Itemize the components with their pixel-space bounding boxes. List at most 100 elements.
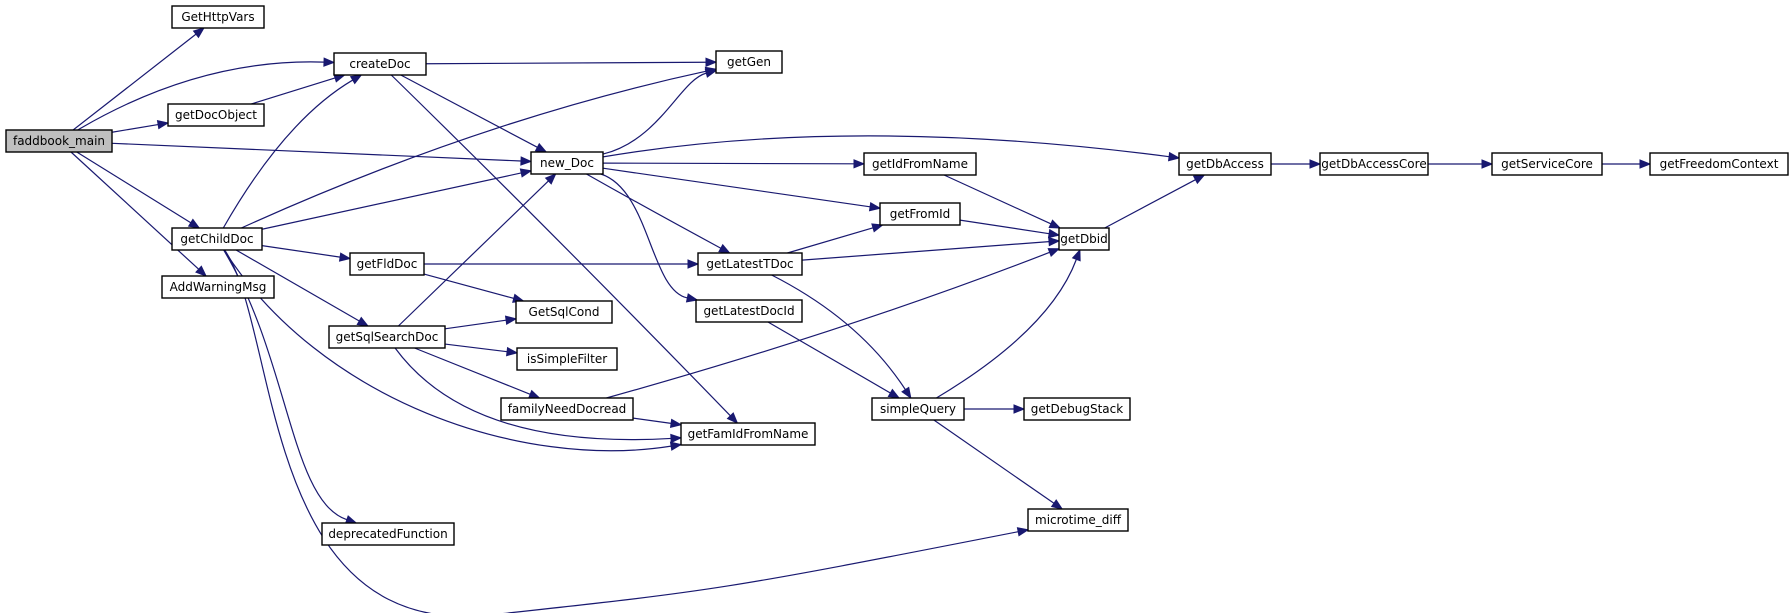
node-getChildDoc[interactable]: getChildDoc (171, 227, 263, 251)
node-box[interactable] (1649, 152, 1789, 176)
edge-faddbook_main-to-getChildDoc (76, 151, 201, 229)
edge-getSqlSearchDoc-to-isSimpleFilter (444, 343, 519, 357)
node-getServiceCore[interactable]: getServiceCore (1491, 152, 1603, 176)
node-getFldDoc[interactable]: getFldDoc (349, 252, 425, 276)
node-label: microtime_diff (1035, 513, 1122, 527)
node-label: familyNeedDocread (508, 402, 627, 416)
node-box[interactable] (328, 325, 446, 349)
node-new_Doc[interactable]: new_Doc (530, 151, 604, 175)
node-label: getSqlSearchDoc (336, 330, 439, 344)
edge-createDoc-to-getGen (425, 57, 718, 67)
edge-faddbook_main-to-new_Doc (111, 142, 533, 166)
edge-getDbid-to-getDbAccess (1104, 174, 1206, 229)
edge-getChildDoc-to-getGen (241, 66, 718, 229)
edge-getSqlSearchDoc-to-new_Doc (397, 173, 557, 327)
node-box[interactable] (1178, 152, 1272, 176)
node-getFromId[interactable]: getFromId (879, 202, 961, 226)
node-box[interactable] (171, 5, 265, 29)
edge-getDbAccess-to-getDbAccessCore (1271, 159, 1322, 169)
node-GetSqlCond[interactable]: GetSqlCond (515, 300, 613, 324)
edge-getChildDoc-to-getFamIdFromName (223, 249, 683, 452)
node-box[interactable] (171, 227, 263, 251)
node-label: getLatestTDoc (706, 257, 793, 271)
edge-getServiceCore-to-getFreedomContext (1602, 159, 1652, 169)
edge-faddbook_main-to-getDocObject (111, 119, 170, 133)
node-box[interactable] (349, 252, 425, 276)
node-box[interactable] (1023, 397, 1131, 421)
edge-getSqlSearchDoc-to-GetSqlCond (444, 315, 518, 330)
node-getDocObject[interactable]: getDocObject (167, 103, 265, 127)
node-getDbAccessCore[interactable]: getDbAccessCore (1319, 152, 1429, 176)
call-edges (70, 27, 1652, 613)
node-getDbid[interactable]: getDbid (1058, 227, 1110, 251)
node-microtime_diff[interactable]: microtime_diff (1027, 508, 1129, 532)
node-box[interactable] (333, 52, 427, 76)
node-familyNeedDocread[interactable]: familyNeedDocread (500, 397, 634, 421)
node-label: new_Doc (540, 156, 594, 170)
node-label: faddbook_main (13, 134, 105, 148)
node-getFreedomContext[interactable]: getFreedomContext (1649, 152, 1789, 176)
node-box[interactable] (1058, 227, 1110, 251)
node-box[interactable] (879, 202, 961, 226)
edge-createDoc-to-getFamIdFromName (390, 74, 739, 424)
node-getIdFromName[interactable]: getIdFromName (863, 152, 977, 176)
node-AddWarningMsg[interactable]: AddWarningMsg (161, 275, 275, 299)
node-getDbAccess[interactable]: getDbAccess (1178, 152, 1272, 176)
edge-faddbook_main-to-GetHttpVars (72, 27, 205, 131)
function-nodes: faddbook_main GetHttpVars createDoc getDocO… (5, 5, 1789, 546)
node-box[interactable] (715, 50, 783, 74)
node-getDebugStack[interactable]: getDebugStack (1023, 397, 1131, 421)
edge-getSqlSearchDoc-to-getFamIdFromName (394, 347, 683, 444)
node-label: createDoc (349, 57, 410, 71)
node-createDoc[interactable]: createDoc (333, 52, 427, 76)
node-faddbook_main[interactable]: faddbook_main (5, 129, 113, 153)
edge-createDoc-to-new_Doc (400, 74, 548, 153)
node-box[interactable] (530, 151, 604, 175)
node-box[interactable] (680, 422, 816, 446)
node-deprecatedFunction[interactable]: deprecatedFunction (321, 522, 455, 546)
node-box[interactable] (516, 347, 618, 371)
edge-new_Doc-to-getDbAccess (602, 135, 1181, 162)
node-box[interactable] (161, 275, 275, 299)
node-getLatestTDoc[interactable]: getLatestTDoc (697, 252, 803, 276)
node-getSqlSearchDoc[interactable]: getSqlSearchDoc (328, 325, 446, 349)
edge-simpleQuery-to-getDbid (936, 248, 1081, 399)
node-box[interactable] (1319, 152, 1429, 176)
node-box[interactable] (167, 103, 265, 127)
node-box[interactable] (515, 300, 613, 324)
node-getGen[interactable]: getGen (715, 50, 783, 74)
edge-new_Doc-to-getGen (602, 68, 718, 155)
edge-familyNeedDocread-to-getDbid (606, 248, 1061, 399)
edge-getChildDoc-to-getSqlSearchDoc (235, 249, 370, 327)
edge-getChildDoc-to-new_Doc (261, 168, 533, 230)
edge-new_Doc-to-getLatestDocId (600, 173, 699, 303)
edge-getIdFromName-to-getDbid (943, 174, 1062, 229)
edge-new_Doc-to-getFromId (602, 167, 882, 212)
node-box[interactable] (695, 299, 803, 323)
node-label: getLatestDocId (703, 304, 794, 318)
node-box[interactable] (321, 522, 455, 546)
node-isSimpleFilter[interactable]: isSimpleFilter (516, 347, 618, 371)
node-label: deprecatedFunction (328, 527, 447, 541)
node-getFamIdFromName[interactable]: getFamIdFromName (680, 422, 816, 446)
node-box[interactable] (871, 397, 965, 421)
node-box[interactable] (500, 397, 634, 421)
node-label: getDbAccessCore (1321, 157, 1426, 171)
node-label: getDbid (1060, 232, 1108, 246)
edge-familyNeedDocread-to-getFamIdFromName (632, 417, 683, 429)
node-label: getDebugStack (1031, 402, 1123, 416)
node-label: getIdFromName (872, 157, 968, 171)
node-getLatestDocId[interactable]: getLatestDocId (695, 299, 803, 323)
node-box[interactable] (697, 252, 803, 276)
node-box[interactable] (863, 152, 977, 176)
node-label: getFldDoc (357, 257, 418, 271)
node-label: getDbAccess (1186, 157, 1264, 171)
node-GetHttpVars[interactable]: GetHttpVars (171, 5, 265, 29)
node-label: isSimpleFilter (527, 352, 607, 366)
edge-getChildDoc-to-createDoc (222, 74, 363, 229)
node-simpleQuery[interactable]: simpleQuery (871, 397, 965, 421)
node-box[interactable] (1027, 508, 1129, 532)
node-box[interactable] (1491, 152, 1603, 176)
node-box[interactable] (5, 129, 113, 153)
